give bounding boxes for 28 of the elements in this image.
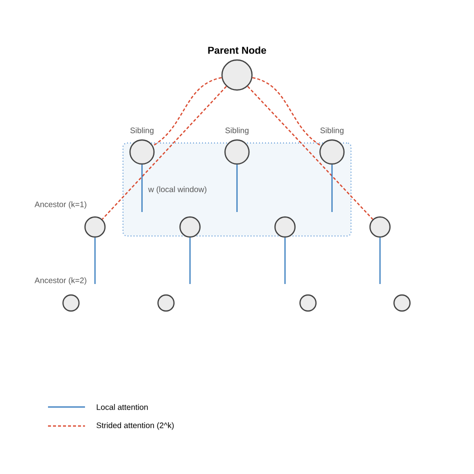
level-label: Ancestor (k=1) (34, 201, 86, 209)
strided-attention-line (152, 77, 222, 146)
strided-attention-line (252, 77, 322, 146)
tree-node (84, 216, 106, 238)
tree-node (157, 294, 175, 312)
tree-node (179, 216, 201, 238)
tree-node (62, 294, 80, 312)
strided-attention-line (102, 86, 227, 220)
legend-label: Local attention (96, 404, 148, 410)
tree-node (369, 216, 391, 238)
node-label: Sibling (130, 127, 154, 135)
strided-attention-line (247, 86, 374, 220)
tree-node (393, 294, 411, 312)
tree-node (299, 294, 317, 312)
local-attention-line (189, 238, 191, 284)
level-label: Ancestor (k=2) (34, 277, 86, 285)
legend-label: Strided attention (2^k) (96, 422, 174, 430)
local-attention-line (379, 238, 381, 284)
local-attention-line (284, 238, 286, 284)
local-attention-line (236, 164, 238, 212)
local-attention-line (141, 164, 143, 212)
node-label: Sibling (320, 127, 344, 135)
node-label: Sibling (225, 127, 248, 135)
local-attention-line (331, 164, 333, 212)
tree-node (274, 216, 296, 238)
local-attention-line (94, 238, 96, 284)
node-label: Parent Node (208, 46, 266, 54)
parent-node: Parent Node (208, 46, 266, 91)
